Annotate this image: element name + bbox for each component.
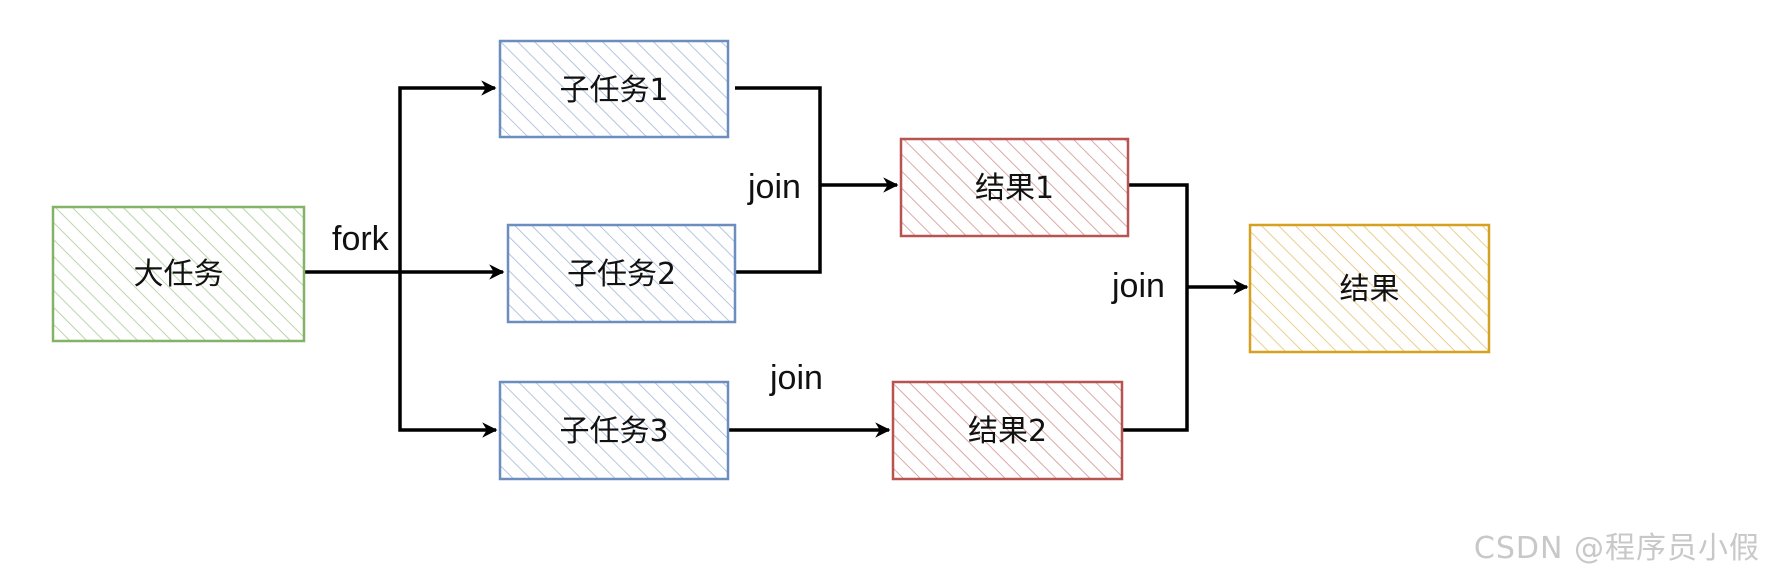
result2-join-edge bbox=[1122, 287, 1189, 432]
watermark-text: CSDN @程序员小假 bbox=[1473, 531, 1760, 566]
node-result-label: 结果 bbox=[1340, 272, 1400, 307]
node-subtask2-label: 子任务2 bbox=[567, 257, 676, 292]
join-result1-label: join bbox=[747, 168, 801, 206]
join-final-label: join bbox=[1111, 267, 1165, 305]
node-result1-label: 结果1 bbox=[975, 171, 1054, 206]
node-big-task: 大任务 bbox=[51, 205, 306, 343]
fork-to-subtask1-edge bbox=[398, 80, 497, 272]
node-result2-label: 结果2 bbox=[968, 414, 1047, 449]
node-subtask3-label: 子任务3 bbox=[559, 414, 668, 449]
fork-to-subtask3-edge bbox=[398, 272, 498, 438]
subtask2-join-edge bbox=[735, 185, 822, 274]
node-result: 结果 bbox=[1248, 223, 1491, 354]
node-result2: 结果2 bbox=[891, 380, 1124, 481]
subtask1-join-edge bbox=[735, 86, 822, 185]
node-subtask2: 子任务2 bbox=[506, 223, 737, 324]
fork-label: fork bbox=[332, 220, 390, 258]
node-subtask1-label: 子任务1 bbox=[559, 73, 668, 108]
node-result1: 结果1 bbox=[899, 137, 1130, 238]
result1-join-edge bbox=[1128, 183, 1189, 287]
connectors bbox=[305, 80, 1249, 438]
node-subtask1: 子任务1 bbox=[498, 39, 730, 139]
node-subtask3: 子任务3 bbox=[498, 380, 730, 481]
join-result2-label: join bbox=[769, 359, 823, 397]
node-big-task-label: 大任务 bbox=[134, 257, 224, 292]
